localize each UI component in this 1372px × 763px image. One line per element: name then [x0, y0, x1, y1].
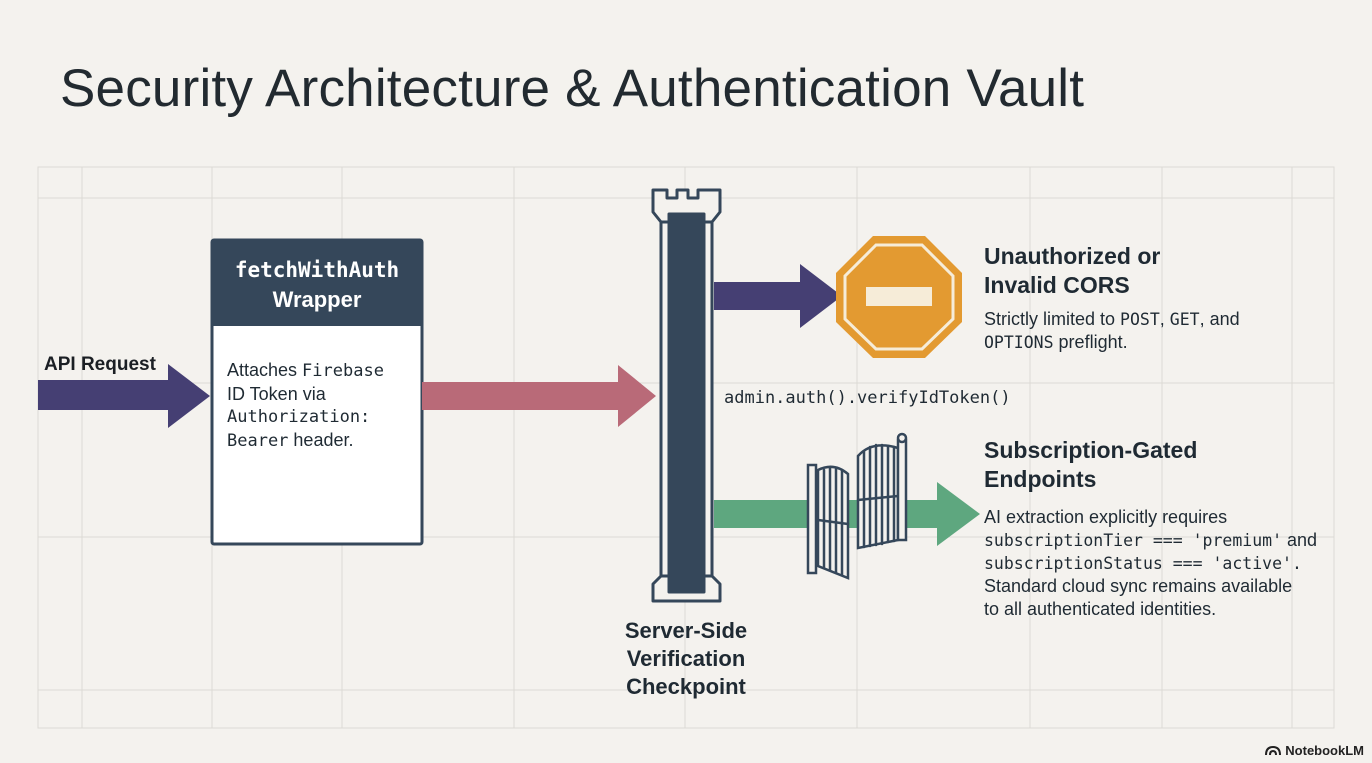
- checkpoint-label: Server-Side Verification Checkpoint: [596, 617, 776, 701]
- verify-id-token-call: admin.auth().verifyIdToken(): [724, 388, 1011, 408]
- subscription-heading-line-1: Subscription-Gated: [984, 437, 1198, 463]
- tower-icon: [651, 188, 722, 603]
- unauth-desc-text-3: preflight.: [1053, 332, 1128, 352]
- subscription-heading: Subscription-Gated Endpoints: [984, 436, 1197, 494]
- wrapper-desc-text-1: Attaches: [227, 360, 303, 380]
- page-title: Security Architecture & Authentication V…: [60, 59, 1085, 118]
- unauthorized-heading-line-2: Invalid CORS: [984, 272, 1130, 298]
- method-options: OPTIONS: [984, 333, 1054, 352]
- unauth-desc-sep-1: ,: [1159, 309, 1170, 329]
- api-request-label: API Request: [44, 354, 156, 375]
- wrapper-title-code: fetchWithAuth: [234, 258, 400, 282]
- stop-sign-icon: [836, 236, 962, 358]
- rejected-arrow: [714, 264, 842, 328]
- unauth-desc-text-1: Strictly limited to: [984, 309, 1121, 329]
- checkpoint-line-1: Server-Side: [624, 618, 748, 643]
- api-request-arrow: [38, 364, 210, 428]
- unauthorized-description: Strictly limited to POST, GET, and OPTIO…: [984, 308, 1240, 354]
- unauthorized-heading-line-1: Unauthorized or: [984, 243, 1161, 269]
- method-get: GET: [1169, 310, 1200, 329]
- brand-name: NotebookLM: [1285, 743, 1364, 758]
- subscription-status-condition: subscriptionStatus === 'active'.: [984, 554, 1302, 573]
- subscription-desc-line-5: to all authenticated identities.: [984, 599, 1217, 619]
- method-post: POST: [1120, 310, 1160, 329]
- subscription-tier-condition: subscriptionTier === 'premium': [984, 531, 1283, 550]
- subscription-heading-line-2: Endpoints: [984, 466, 1097, 492]
- wrapper-desc-code-2: Authorization:: [227, 407, 371, 427]
- unauth-desc-text-2: , and: [1199, 309, 1240, 329]
- wrapper-desc-code-1: Firebase: [302, 361, 384, 381]
- open-gate-icon: [806, 432, 908, 580]
- subscription-desc-line-1: AI extraction explicitly requires: [984, 507, 1228, 527]
- subscription-description: AI extraction explicitly requires subscr…: [984, 506, 1317, 621]
- wrapper-desc-text-2: ID Token via: [227, 384, 326, 404]
- subscription-desc-line-4: Standard cloud sync remains available: [984, 576, 1293, 596]
- brand-watermark: NotebookLM: [1265, 743, 1364, 758]
- token-forward-arrow: [422, 365, 656, 427]
- unauthorized-heading: Unauthorized or Invalid CORS: [984, 242, 1160, 300]
- wrapper-title-word: Wrapper: [272, 287, 362, 312]
- wrapper-desc-code-3: Bearer: [227, 431, 289, 451]
- wrapper-description: Attaches Firebase ID Token via Authoriza…: [227, 359, 417, 453]
- wrapper-title: fetchWithAuth Wrapper: [212, 240, 422, 326]
- notebooklm-logo-icon: [1265, 745, 1282, 756]
- wrapper-desc-text-3: header.: [288, 430, 354, 450]
- subscription-desc-and: and: [1282, 530, 1318, 550]
- checkpoint-line-2: Verification: [626, 646, 746, 671]
- checkpoint-line-3: Checkpoint: [626, 674, 746, 699]
